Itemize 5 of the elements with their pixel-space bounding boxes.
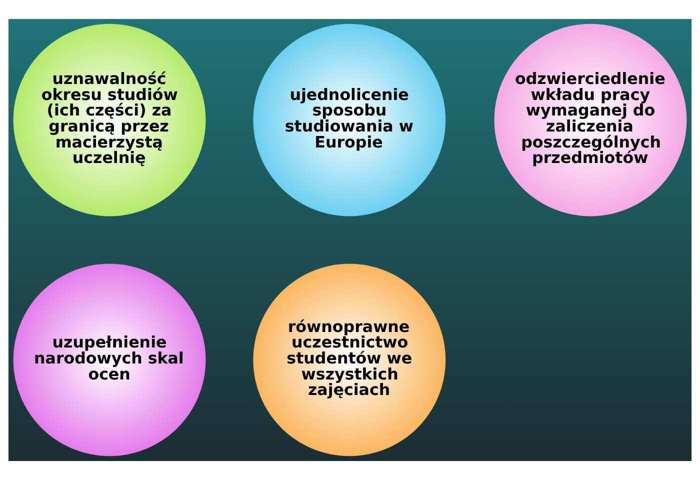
node-circle: równoprawne uczestnictwo studentów we wszystkich zajęciach (253, 264, 446, 456)
node-circle: uzupełnienie narodowych skal ocen (13, 264, 206, 456)
node-circle: ujednolicenie sposobu studiowania w Europie (253, 24, 446, 216)
node-circle: odzwierciedlenie wkładu pracy wymaganej do zaliczenia poszczególnych przedmiotów (494, 24, 687, 216)
node-circle: uznawalność okresu studiów (ich części) za granicą przez macierzystą uczelnię (13, 24, 206, 216)
